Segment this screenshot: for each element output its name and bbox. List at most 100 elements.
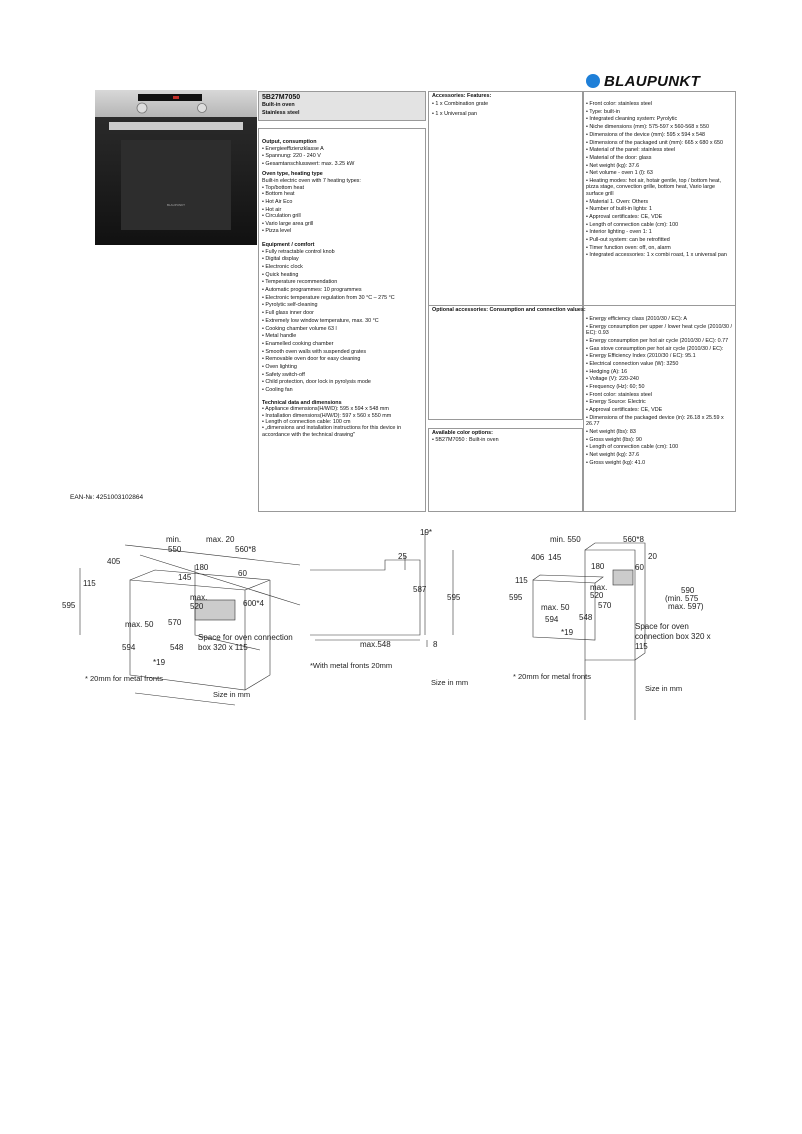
list-item: Pizza level	[262, 228, 422, 234]
list-item: Oven lighting	[262, 364, 422, 370]
list-item: Material of the door: glass	[586, 155, 733, 161]
list-item: Installation dimensions(H/W/D): 597 x 56…	[262, 413, 422, 419]
list-item: Bottom heat	[262, 191, 422, 197]
list-item: Pyrolytic self-cleaning	[262, 302, 422, 308]
dim-label: max. 597)	[668, 602, 704, 611]
list-item: Heating modes: hot air, hotair gentle, t…	[586, 178, 733, 197]
list-item: Dimensions of the packaged device (in): …	[586, 415, 733, 428]
list-item: Material 1. Oven: Others	[586, 199, 733, 205]
dim-label: 25	[398, 552, 407, 561]
product-model: 5B27M7050	[262, 94, 301, 101]
list-item: Removable oven door for easy cleaning	[262, 356, 422, 362]
dim-label: 20	[648, 552, 657, 561]
output-list: Energieeffizienzklasse A Spannung: 220 -…	[262, 146, 422, 168]
section-title: Technical data and dimensions	[262, 399, 342, 406]
list-item: Energy Efficiency Index (2010/30 / EC): …	[586, 353, 733, 359]
dim-label: 595	[447, 593, 461, 602]
list-item: Top/bottom heat	[262, 185, 422, 191]
dim-label: *19	[153, 658, 166, 667]
dim-label: 145	[178, 573, 192, 582]
dim-label: max. 50	[541, 603, 570, 612]
dim-label: 145	[548, 553, 562, 562]
features-box: Front color: stainless steelType: built-…	[583, 91, 736, 306]
list-item: Approval certificates: CE, VDE	[586, 407, 733, 413]
brand-name: BLAUPUNKT	[604, 72, 701, 90]
oven-brand-mark: BLAUPUNKT	[167, 203, 185, 207]
section-title: Output, consumption	[262, 139, 317, 145]
dim-label: 595	[509, 593, 523, 602]
list-item: Pull-out system: can be retrofitted	[586, 237, 733, 243]
list-item: Electrical connection value (W): 3250	[586, 361, 733, 367]
list-item: Type: built-in	[586, 109, 733, 115]
list-item: 5B27M7050 : Built-in oven	[432, 437, 579, 443]
dim-label: min. 550	[550, 535, 581, 544]
list-item: Electronic temperature regulation from 3…	[262, 295, 422, 301]
dim-label: 180	[195, 563, 209, 572]
dim-label: max. 20	[206, 535, 235, 544]
list-item: Length of connection cable: 100 cm	[262, 419, 422, 425]
brand-logo: BLAUPUNKT	[586, 72, 701, 90]
heating-list: Top/bottom heat Bottom heat Hot Air Eco …	[262, 185, 422, 234]
list-item: Smooth oven walls with suspended grates	[262, 349, 422, 355]
list-item: Child protection, door lock in pyrolysis…	[262, 379, 422, 385]
size-note: Size in mm	[213, 690, 250, 699]
section-intro: Built-in electric oven with 7 heating ty…	[262, 178, 361, 184]
dim-label: 550	[168, 545, 182, 554]
list-item: Number of built-in lights: 1	[586, 206, 733, 212]
list-item: Length of connection cable (cm): 100	[586, 444, 733, 450]
product-type: Built-in oven	[262, 102, 295, 108]
ean-code: EAN-№: 4251003102864	[70, 494, 144, 501]
list-item: Dimensions of the device (mm): 595 x 594…	[586, 132, 733, 138]
dim-label: max.	[590, 583, 607, 592]
list-item: Front color: stainless steel	[586, 392, 733, 398]
list-item: Cooking chamber volume 63 l	[262, 326, 422, 332]
dim-label: 600*4	[243, 599, 264, 608]
list-item: Voltage (V): 220-240	[586, 376, 733, 382]
installation-drawing-2: 19* 25 587 595 max.548 8 *With metal fro…	[310, 528, 468, 687]
metal-note: * 20mm for metal fronts	[513, 672, 591, 681]
product-header: 5B27M7050 Built-in oven Stainless steel	[258, 91, 426, 121]
dim-label: 19*	[420, 528, 432, 537]
brand-dot-icon	[586, 74, 600, 88]
color-options-title: Available color options:	[432, 430, 493, 436]
list-item: Net weight (kg): 37.6	[586, 163, 733, 169]
dim-label: 405	[107, 557, 121, 566]
list-item: „dimensions and installation instruction…	[262, 425, 422, 438]
list-item: Hot Air Eco	[262, 199, 422, 205]
list-item: 1 x Combination grate	[432, 101, 579, 107]
list-item: Circulation grill	[262, 213, 422, 219]
optional-accessories-box: Optional accessories: Consumption and co…	[428, 305, 586, 420]
list-item: Energy Source: Electric	[586, 399, 733, 405]
dim-label: 560*8	[623, 535, 644, 544]
main-specs: Output, consumption Energieeffizienzklas…	[258, 128, 426, 512]
optional-accessories-title: Optional accessories: Consumption and co…	[432, 307, 586, 313]
list-item: 1 x Universal pan	[432, 111, 579, 117]
list-item: Hedging (A): 16	[586, 369, 733, 375]
metal-note: *With metal fronts 20mm	[310, 661, 392, 670]
accessories-title: Accessories: Features:	[432, 93, 492, 99]
dim-label: 594	[545, 615, 559, 624]
list-item: Enamelled cooking chamber	[262, 341, 422, 347]
dim-label: 406	[531, 553, 545, 562]
list-item: Front color: stainless steel	[586, 101, 733, 107]
dim-label: 115	[515, 576, 528, 585]
color-options-box: Available color options: 5B27M7050 : Bui…	[428, 428, 583, 512]
list-item: Integrated accessories: 1 x combi roast,…	[586, 252, 733, 258]
installation-drawing-1: min. 550 max. 20 560*8 405 180 145 60 11…	[62, 535, 301, 706]
list-item: Timer function oven: off, on, alarm	[586, 245, 733, 251]
list-item: Digital display	[262, 256, 422, 262]
equipment-list: Fully retractable control knobDigital di…	[262, 249, 422, 394]
list-item: Length of connection cable (cm): 100	[586, 222, 733, 228]
metal-note: * 20mm for metal fronts	[85, 674, 163, 683]
product-finish: Stainless steel	[262, 109, 300, 116]
list-item: Energy efficiency class (2010/30 / EC): …	[586, 316, 733, 322]
dim-label: 594	[122, 643, 136, 652]
dim-label: 570	[168, 618, 182, 627]
list-item: Energy consumption per hot air cycle (20…	[586, 338, 733, 344]
section-title: Equipment / comfort	[262, 241, 315, 248]
dim-label: 60	[238, 569, 247, 578]
list-item: Interior lighting - oven 1: 1	[586, 229, 733, 235]
list-item: Metal handle	[262, 333, 422, 339]
list-item: Integrated cleaning system: Pyrolytic	[586, 116, 733, 122]
